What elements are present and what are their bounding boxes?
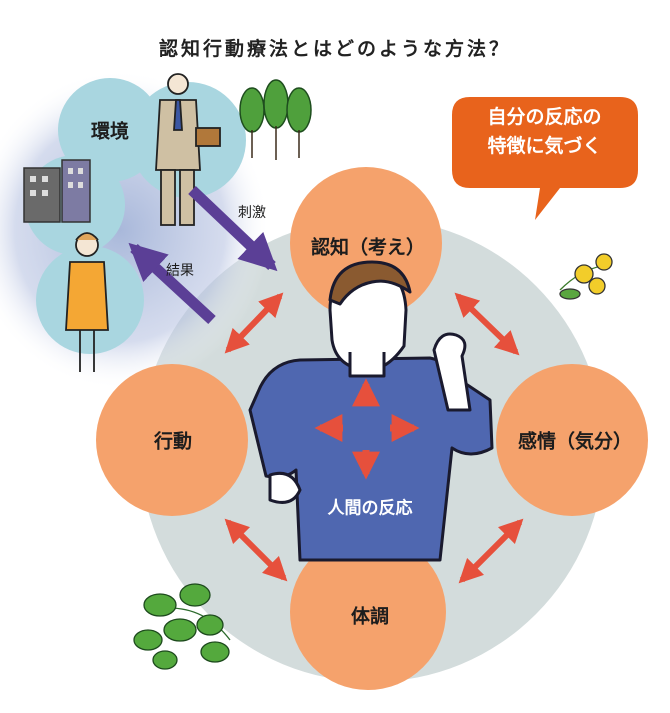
link-behavior-body: [224, 518, 288, 582]
businessman-icon: [155, 73, 221, 226]
node-body: [290, 534, 446, 690]
body-label: 体調: [350, 605, 390, 628]
environment-label: 環境: [90, 120, 130, 143]
center-arrows: [314, 378, 420, 480]
node-link-arrows: [224, 292, 524, 584]
callout-text: 自分の反応の 特徴に気づく: [457, 103, 632, 161]
leaves-icon: [133, 583, 231, 670]
flower-icon: [559, 253, 613, 300]
node-behavior: [96, 364, 248, 516]
center-label: 人間の反応: [327, 498, 413, 519]
callout-bubble: [452, 97, 638, 220]
cognition-label: 認知（考え）: [310, 236, 426, 259]
page-title: 認知行動療法とはどのような方法？: [158, 38, 511, 60]
node-emotion: [496, 364, 648, 516]
stimulus-label: 刺激: [238, 205, 266, 221]
callout-line-2: 特徴に気づく: [487, 135, 602, 157]
building-icon: [23, 159, 91, 223]
link-cognition-behavior: [224, 292, 284, 354]
callout-line-1: 自分の反応の: [487, 106, 602, 128]
emotion-label: 感情（気分）: [517, 430, 633, 453]
result-arrow: [128, 242, 216, 325]
woman-icon: [65, 232, 109, 372]
stimulus-arrow: [188, 186, 278, 272]
trees-icon: [239, 79, 312, 160]
behavior-label: 行動: [153, 430, 193, 453]
result-label: 結果: [166, 263, 194, 279]
link-emotion-body: [458, 518, 524, 584]
link-cognition-emotion: [454, 292, 520, 356]
